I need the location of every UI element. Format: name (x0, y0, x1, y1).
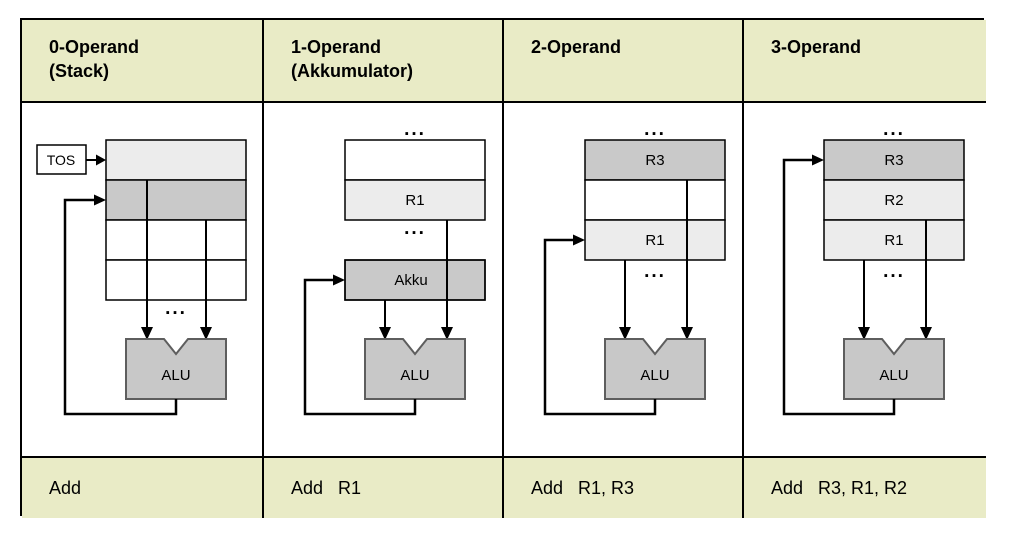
diagram-cell-akkumulator: ... R1 ... Akku ALU (264, 103, 504, 458)
header-line2: (Stack) (49, 61, 110, 81)
isa-table: 0-Operand (Stack) 1-Operand (Akkumulator… (20, 18, 986, 518)
register-label-r1: R1 (405, 192, 424, 209)
arrowhead-icon (619, 327, 631, 340)
instruction-cell-2-operand: Add R1, R3 (504, 458, 744, 518)
ellipsis-bottom: ... (883, 261, 905, 282)
feedback-arrowhead-icon (94, 194, 106, 206)
result-feedback-line (543, 238, 657, 416)
alu-label: ALU (400, 367, 429, 384)
diagram-cell-2-operand: ... R3 R1 ... ALU (504, 103, 744, 458)
ellipsis-bottom: ... (644, 261, 666, 282)
alu-label: ALU (879, 367, 908, 384)
column-header-akkumulator: 1-Operand (Akkumulator) (264, 20, 504, 103)
register-cell-r1 (823, 219, 965, 261)
register-label-r1: R1 (884, 232, 903, 249)
column-header-3-operand: 3-Operand (744, 20, 986, 103)
result-feedback-line (63, 198, 178, 416)
instruction-cell-stack: Add (22, 458, 264, 518)
result-feedback-line (782, 158, 896, 416)
stack-cell-top (105, 139, 247, 181)
feedback-arrowhead-icon (573, 234, 585, 246)
arrowhead-icon (200, 327, 212, 340)
arrowhead-icon (141, 327, 153, 340)
arrowhead-icon (920, 327, 932, 340)
column-header-stack: 0-Operand (Stack) (22, 20, 264, 103)
arrowhead-icon (681, 327, 693, 340)
alu-label: ALU (161, 367, 190, 384)
ellipsis-top: ... (404, 119, 426, 140)
ellipsis-bottom: ... (165, 298, 187, 319)
instruction-label: Add R1 (291, 477, 362, 498)
arrowhead-icon (441, 327, 453, 340)
stack-cell-4 (105, 259, 247, 301)
diagram-cell-stack: TOS ... ALU (22, 103, 264, 458)
register-cell-blank (584, 179, 726, 221)
instruction-cell-akkumulator: Add R1 (264, 458, 504, 518)
feedback-arrowhead-icon (812, 154, 824, 166)
alu-box (364, 338, 466, 400)
alu-box (604, 338, 706, 400)
instruction-label: Add (49, 477, 82, 498)
register-cell-r3 (823, 139, 965, 181)
alu-label: ALU (640, 367, 669, 384)
register-label-r2: R2 (884, 192, 903, 209)
ellipsis-top: ... (644, 119, 666, 140)
diagram-cell-3-operand: ... R3 R2 R1 ... ALU (744, 103, 986, 458)
register-label-r1: R1 (645, 232, 664, 249)
header-line2: (Akkumulator) (291, 61, 414, 81)
register-cell-blank (344, 139, 486, 181)
register-cell-r1 (344, 179, 486, 221)
header-line1: 0-Operand (49, 37, 140, 57)
ellipsis-middle: ... (404, 218, 426, 239)
arrowhead-icon (379, 327, 391, 340)
akku-label: Akku (394, 272, 427, 289)
three-operand-diagram: ... R3 R2 R1 ... ALU (782, 119, 965, 416)
register-cell-r2 (823, 179, 965, 221)
alu-box (843, 338, 945, 400)
alu-box (125, 338, 227, 400)
tos-arrowhead-icon (96, 154, 106, 166)
instruction-label: Add R3, R1, R2 (771, 477, 908, 498)
tos-label: TOS (47, 152, 76, 168)
akkumulator-diagram: ... R1 ... Akku ALU (303, 119, 486, 416)
ellipsis-top: ... (883, 119, 905, 140)
stack-cell-2 (105, 179, 247, 221)
stack-diagram: TOS ... ALU (36, 139, 247, 416)
header-line1: 3-Operand (771, 37, 862, 57)
register-cell-r1 (584, 219, 726, 261)
result-feedback-line (303, 278, 417, 416)
column-header-2-operand: 2-Operand (504, 20, 744, 103)
instruction-label: Add R1, R3 (531, 477, 635, 498)
register-label-r3: R3 (645, 152, 664, 169)
arrowhead-icon (858, 327, 870, 340)
two-operand-diagram: ... R3 R1 ... ALU (543, 119, 726, 416)
header-line1: 1-Operand (291, 37, 382, 57)
instruction-cell-3-operand: Add R3, R1, R2 (744, 458, 986, 518)
tos-box (36, 144, 87, 175)
feedback-arrowhead-icon (333, 274, 345, 286)
register-label-r3: R3 (884, 152, 903, 169)
stack-cell-3 (105, 219, 247, 261)
header-line1: 2-Operand (531, 37, 622, 57)
